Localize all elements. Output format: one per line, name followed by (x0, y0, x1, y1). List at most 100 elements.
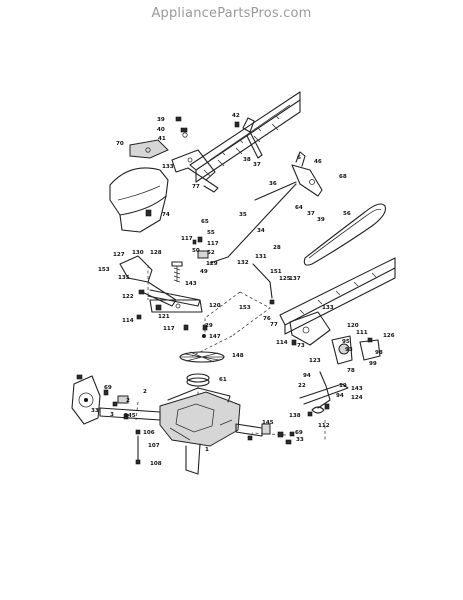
callout-98: 98 (375, 350, 383, 356)
callout-70: 70 (116, 141, 124, 147)
callout-6: 6 (297, 155, 301, 161)
control-rod (209, 181, 297, 264)
callout-46: 46 (314, 159, 322, 165)
callout-29: 29 (205, 323, 213, 329)
callout-94: 94 (303, 373, 311, 379)
callout-128: 128 (150, 250, 162, 256)
lever-assembly (242, 117, 263, 159)
callout-77: 77 (192, 184, 200, 190)
callout-41: 41 (158, 136, 166, 142)
callout-61: 61 (219, 377, 227, 383)
callout-56: 56 (343, 211, 351, 217)
callout-94b: 94 (336, 393, 344, 399)
callout-107: 107 (148, 443, 160, 449)
callout-145b: 145 (262, 420, 274, 426)
callout-122: 122 (122, 294, 134, 300)
callout-77b: 77 (270, 322, 278, 328)
axle-left (99, 407, 161, 421)
callout-138: 138 (289, 413, 301, 419)
bolt-74 (145, 209, 152, 217)
callout-65: 65 (201, 219, 209, 225)
callout-52: 52 (207, 250, 215, 256)
callout-117: 117 (181, 236, 193, 242)
callout-64: 64 (295, 205, 303, 211)
callout-50: 50 (192, 248, 200, 254)
callout-129: 129 (206, 261, 218, 267)
callout-78: 78 (347, 368, 355, 374)
callout-121: 121 (158, 314, 170, 320)
callout-106: 106 (143, 430, 155, 436)
linkage-arm-upper (171, 149, 219, 193)
callout-39b: 39 (317, 217, 325, 223)
callout-111: 111 (356, 330, 368, 336)
transaxle (159, 387, 241, 475)
callout-69b: 69 (295, 430, 303, 436)
upper-fasteners (175, 116, 240, 138)
fender-housing (109, 167, 169, 233)
callout-137: 137 (289, 276, 301, 282)
callout-39: 39 (157, 117, 165, 123)
callout-108: 108 (150, 461, 162, 467)
callout-132: 132 (237, 260, 249, 266)
drive-belt (303, 203, 387, 266)
callout-143b: 143 (351, 386, 363, 392)
callout-22: 22 (298, 383, 306, 389)
part-callouts: 42 39 40 41 70 133 77 38 37 6 46 68 36 6… (91, 113, 395, 467)
callout-147: 147 (209, 334, 221, 340)
callout-19: 19 (339, 383, 347, 389)
callout-126: 126 (383, 333, 395, 339)
callout-133b: 133 (322, 305, 334, 311)
callout-114: 114 (122, 318, 134, 324)
callout-42: 42 (232, 113, 240, 119)
axle-right (235, 423, 271, 437)
brake-pedal-rod (299, 371, 349, 414)
callout-40: 40 (157, 127, 165, 133)
callout-74: 74 (162, 212, 170, 218)
idler-bracket (119, 255, 201, 307)
lower-frame-rail (279, 257, 396, 335)
callout-34: 34 (257, 228, 265, 234)
callout-1: 1 (205, 447, 209, 453)
callout-153: 153 (98, 267, 110, 273)
callout-133: 133 (162, 164, 174, 170)
left-axle-fasteners (103, 389, 129, 420)
callout-76: 76 (263, 316, 271, 322)
callout-117c: 117 (163, 326, 175, 332)
callout-37: 37 (253, 162, 261, 168)
callout-153b: 153 (239, 305, 251, 311)
bracket-70 (129, 139, 169, 159)
callout-112: 112 (318, 423, 330, 429)
callout-99: 99 (369, 361, 377, 367)
callout-117b: 117 (207, 241, 219, 247)
callout-2: 2 (143, 389, 147, 395)
right-axle-fasteners (247, 431, 295, 445)
wheel-hub (71, 374, 101, 425)
upper-frame-rail (189, 91, 301, 183)
callout-55: 55 (207, 230, 215, 236)
callout-49: 49 (200, 269, 208, 275)
pin-assembly (135, 429, 141, 465)
pivot-bracket (291, 151, 323, 197)
callout-33b: 33 (296, 437, 304, 443)
right-fasteners (291, 337, 373, 417)
callout-73: 73 (297, 343, 305, 349)
callout-148: 148 (232, 353, 244, 359)
callout-114b: 114 (276, 340, 288, 346)
callout-145: 145 (124, 413, 136, 419)
callout-143: 143 (185, 281, 197, 287)
brake-bracket-right (289, 311, 381, 365)
callout-3: 3 (110, 412, 114, 418)
callout-33: 33 (91, 408, 99, 414)
bracket-120-left (149, 299, 203, 313)
callout-69: 69 (104, 385, 112, 391)
callout-38: 38 (243, 157, 251, 163)
callout-37b: 37 (307, 211, 315, 217)
callout-36: 36 (269, 181, 277, 187)
callout-127: 127 (113, 252, 125, 258)
callout-120b: 120 (347, 323, 359, 329)
callout-95: 95 (342, 339, 350, 345)
spring-clutch-assembly (171, 236, 209, 283)
callout-135: 135 (118, 275, 130, 281)
callout-28: 28 (273, 245, 281, 251)
